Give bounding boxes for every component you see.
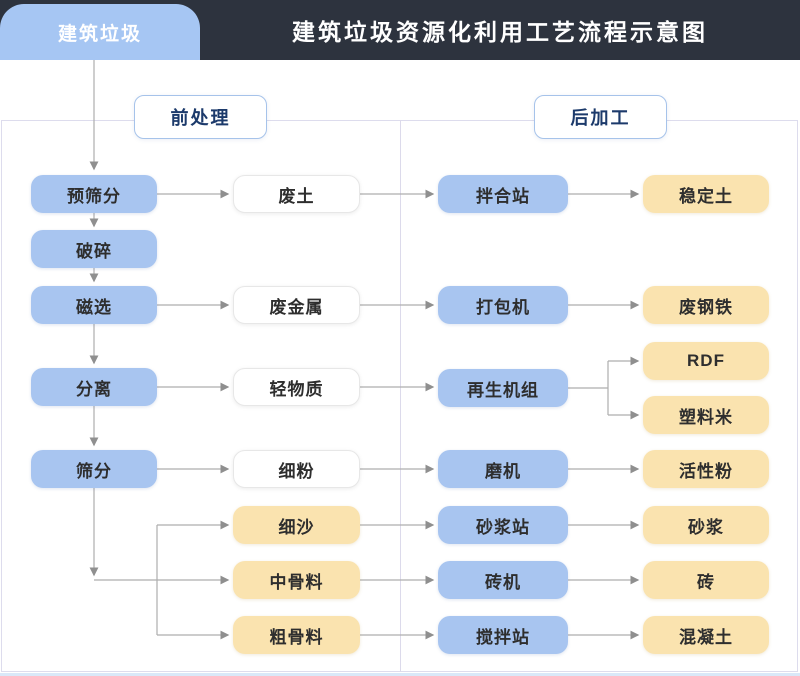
node-scrap-steel: 废钢铁 xyxy=(643,286,769,324)
bottom-accent-strip xyxy=(0,673,800,676)
node-concrete: 混凝土 xyxy=(643,616,769,654)
node-coarse-aggregate: 粗骨料 xyxy=(233,616,360,654)
node-separation: 分离 xyxy=(31,368,157,406)
node-stabilized-soil: 稳定土 xyxy=(643,175,769,213)
page-title: 建筑垃圾资源化利用工艺流程示意图 xyxy=(292,19,708,45)
node-scrap-metal: 废金属 xyxy=(233,286,360,324)
node-regeneration-unit: 再生机组 xyxy=(438,369,568,407)
section-divider xyxy=(400,120,401,672)
section-header-post-processing: 后加工 xyxy=(534,95,667,139)
node-screening: 筛分 xyxy=(31,450,157,488)
node-plastic-pellets: 塑料米 xyxy=(643,396,769,434)
node-brick: 砖 xyxy=(643,561,769,599)
node-stirring-station: 搅拌站 xyxy=(438,616,568,654)
source-tab-construction-waste: 建筑垃圾 xyxy=(0,4,200,60)
node-mortar: 砂浆 xyxy=(643,506,769,544)
node-crushing: 破碎 xyxy=(31,230,157,268)
source-tab-label: 建筑垃圾 xyxy=(57,23,142,45)
node-fine-powder: 细粉 xyxy=(233,450,360,488)
node-rdf: RDF xyxy=(643,342,769,380)
diagram-panel xyxy=(1,120,798,672)
node-baler: 打包机 xyxy=(438,286,568,324)
node-mill: 磨机 xyxy=(438,450,568,488)
node-medium-aggregate: 中骨料 xyxy=(233,561,360,599)
node-active-powder: 活性粉 xyxy=(643,450,769,488)
node-light-material: 轻物质 xyxy=(233,368,360,406)
node-mortar-station: 砂浆站 xyxy=(438,506,568,544)
node-brick-machine: 砖机 xyxy=(438,561,568,599)
node-waste-soil: 废土 xyxy=(233,175,360,213)
node-magnetic-separation: 磁选 xyxy=(31,286,157,324)
node-pre-screening: 预筛分 xyxy=(31,175,157,213)
node-mixing-plant: 拌合站 xyxy=(438,175,568,213)
node-fine-sand: 细沙 xyxy=(233,506,360,544)
section-header-pre-processing: 前处理 xyxy=(134,95,267,139)
